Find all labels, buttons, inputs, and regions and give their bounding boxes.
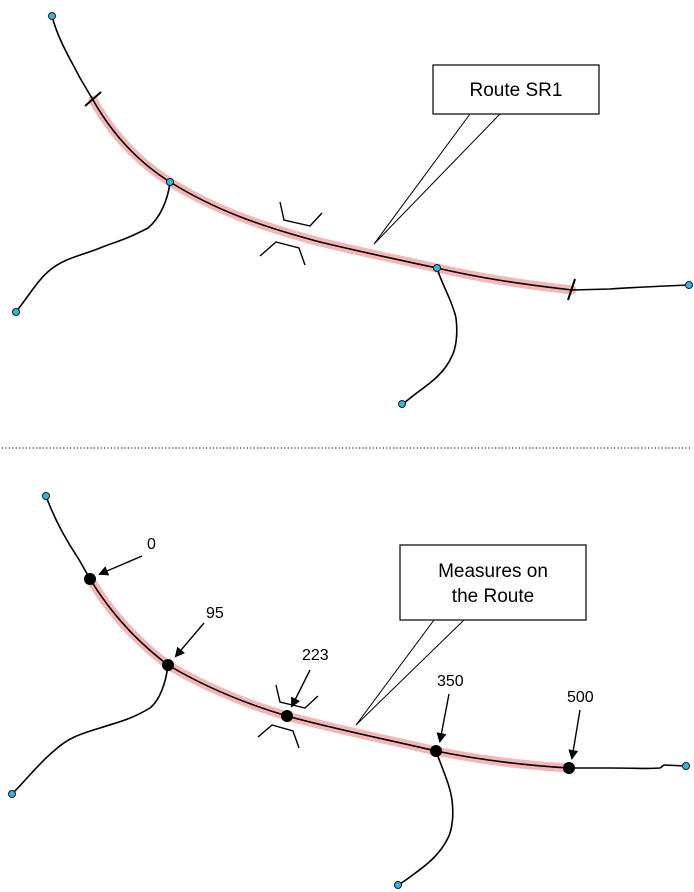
junction-node bbox=[685, 281, 693, 289]
measure-arrow-350 bbox=[436, 693, 450, 743]
measures-callout-line1: Measures on bbox=[438, 561, 548, 582]
junction-node bbox=[8, 790, 16, 798]
main-road bbox=[51, 15, 690, 291]
measure-point-223 bbox=[281, 710, 293, 722]
branch-road-south-measured bbox=[397, 750, 454, 886]
measure-label-350: 350 bbox=[437, 673, 464, 690]
junction-node bbox=[48, 12, 56, 20]
junction-node bbox=[166, 178, 174, 186]
measure-point-500 bbox=[563, 762, 575, 774]
branch-road-west-measured bbox=[11, 664, 169, 795]
route-end-tick bbox=[567, 278, 576, 301]
measure-point-350 bbox=[430, 745, 442, 757]
measures-callout-line2: the Route bbox=[452, 586, 534, 607]
junction-node bbox=[42, 492, 50, 500]
measure-arrow-95 bbox=[174, 622, 205, 658]
route-callout-box bbox=[432, 64, 600, 115]
route-start-tick bbox=[84, 91, 102, 107]
callout-leader bbox=[373, 113, 501, 245]
junction-node bbox=[394, 881, 402, 889]
bridge-symbol-bottom bbox=[257, 724, 300, 749]
measure-point-95 bbox=[162, 659, 174, 671]
top-panel: Route SR1 bbox=[12, 12, 693, 408]
bottom-panel: 0 95 223 350 500 Measures on the Route bbox=[8, 492, 690, 889]
main-road-measured bbox=[45, 495, 687, 770]
measure-arrow-223 bbox=[291, 669, 311, 708]
callout-leader bbox=[355, 619, 465, 726]
measure-label-95: 95 bbox=[206, 605, 224, 622]
bridge-symbol-bottom bbox=[259, 241, 306, 266]
measure-arrow-0 bbox=[98, 555, 143, 576]
measures-callout-box bbox=[399, 544, 587, 621]
junction-node bbox=[398, 400, 406, 408]
measure-label-223: 223 bbox=[302, 647, 329, 664]
measure-point-0 bbox=[84, 573, 96, 585]
branch-road-south bbox=[401, 267, 458, 405]
junction-node bbox=[12, 308, 20, 316]
route-callout-label: Route SR1 bbox=[470, 80, 563, 101]
measure-arrow-500 bbox=[568, 709, 581, 760]
bridge-symbol-top bbox=[279, 201, 323, 227]
junction-node bbox=[433, 264, 441, 272]
branch-road-west bbox=[15, 181, 171, 313]
measure-label-500: 500 bbox=[567, 689, 594, 706]
junction-node bbox=[682, 762, 690, 770]
measure-label-0: 0 bbox=[147, 536, 156, 553]
route-sr1-highlight bbox=[88, 95, 577, 295]
